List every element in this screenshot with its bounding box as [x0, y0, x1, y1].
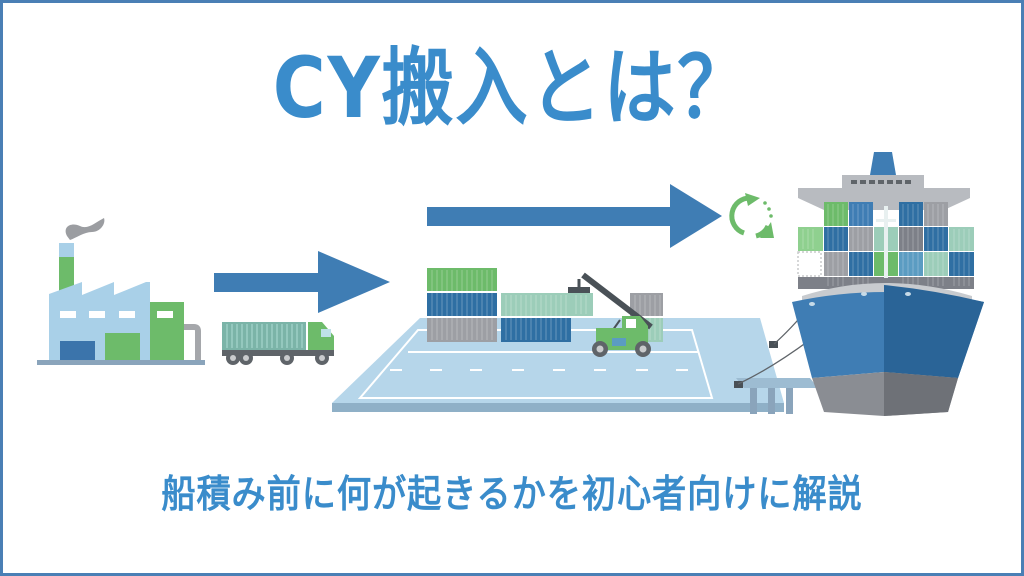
- container-ship-icon: [792, 152, 984, 416]
- page-title: CY搬入とは？: [272, 39, 752, 137]
- cycle-icon: [729, 193, 774, 239]
- page-subtitle: 船積み前に何が起きるかを初心者向けに解説: [161, 472, 863, 516]
- container-truck-icon: [222, 322, 334, 365]
- container-yard-icon: [332, 268, 784, 412]
- reach-stacker-icon: [568, 272, 653, 357]
- arrow-right-icon: [214, 251, 390, 313]
- arrow-right-icon: [427, 184, 722, 248]
- factory-icon: [37, 218, 205, 365]
